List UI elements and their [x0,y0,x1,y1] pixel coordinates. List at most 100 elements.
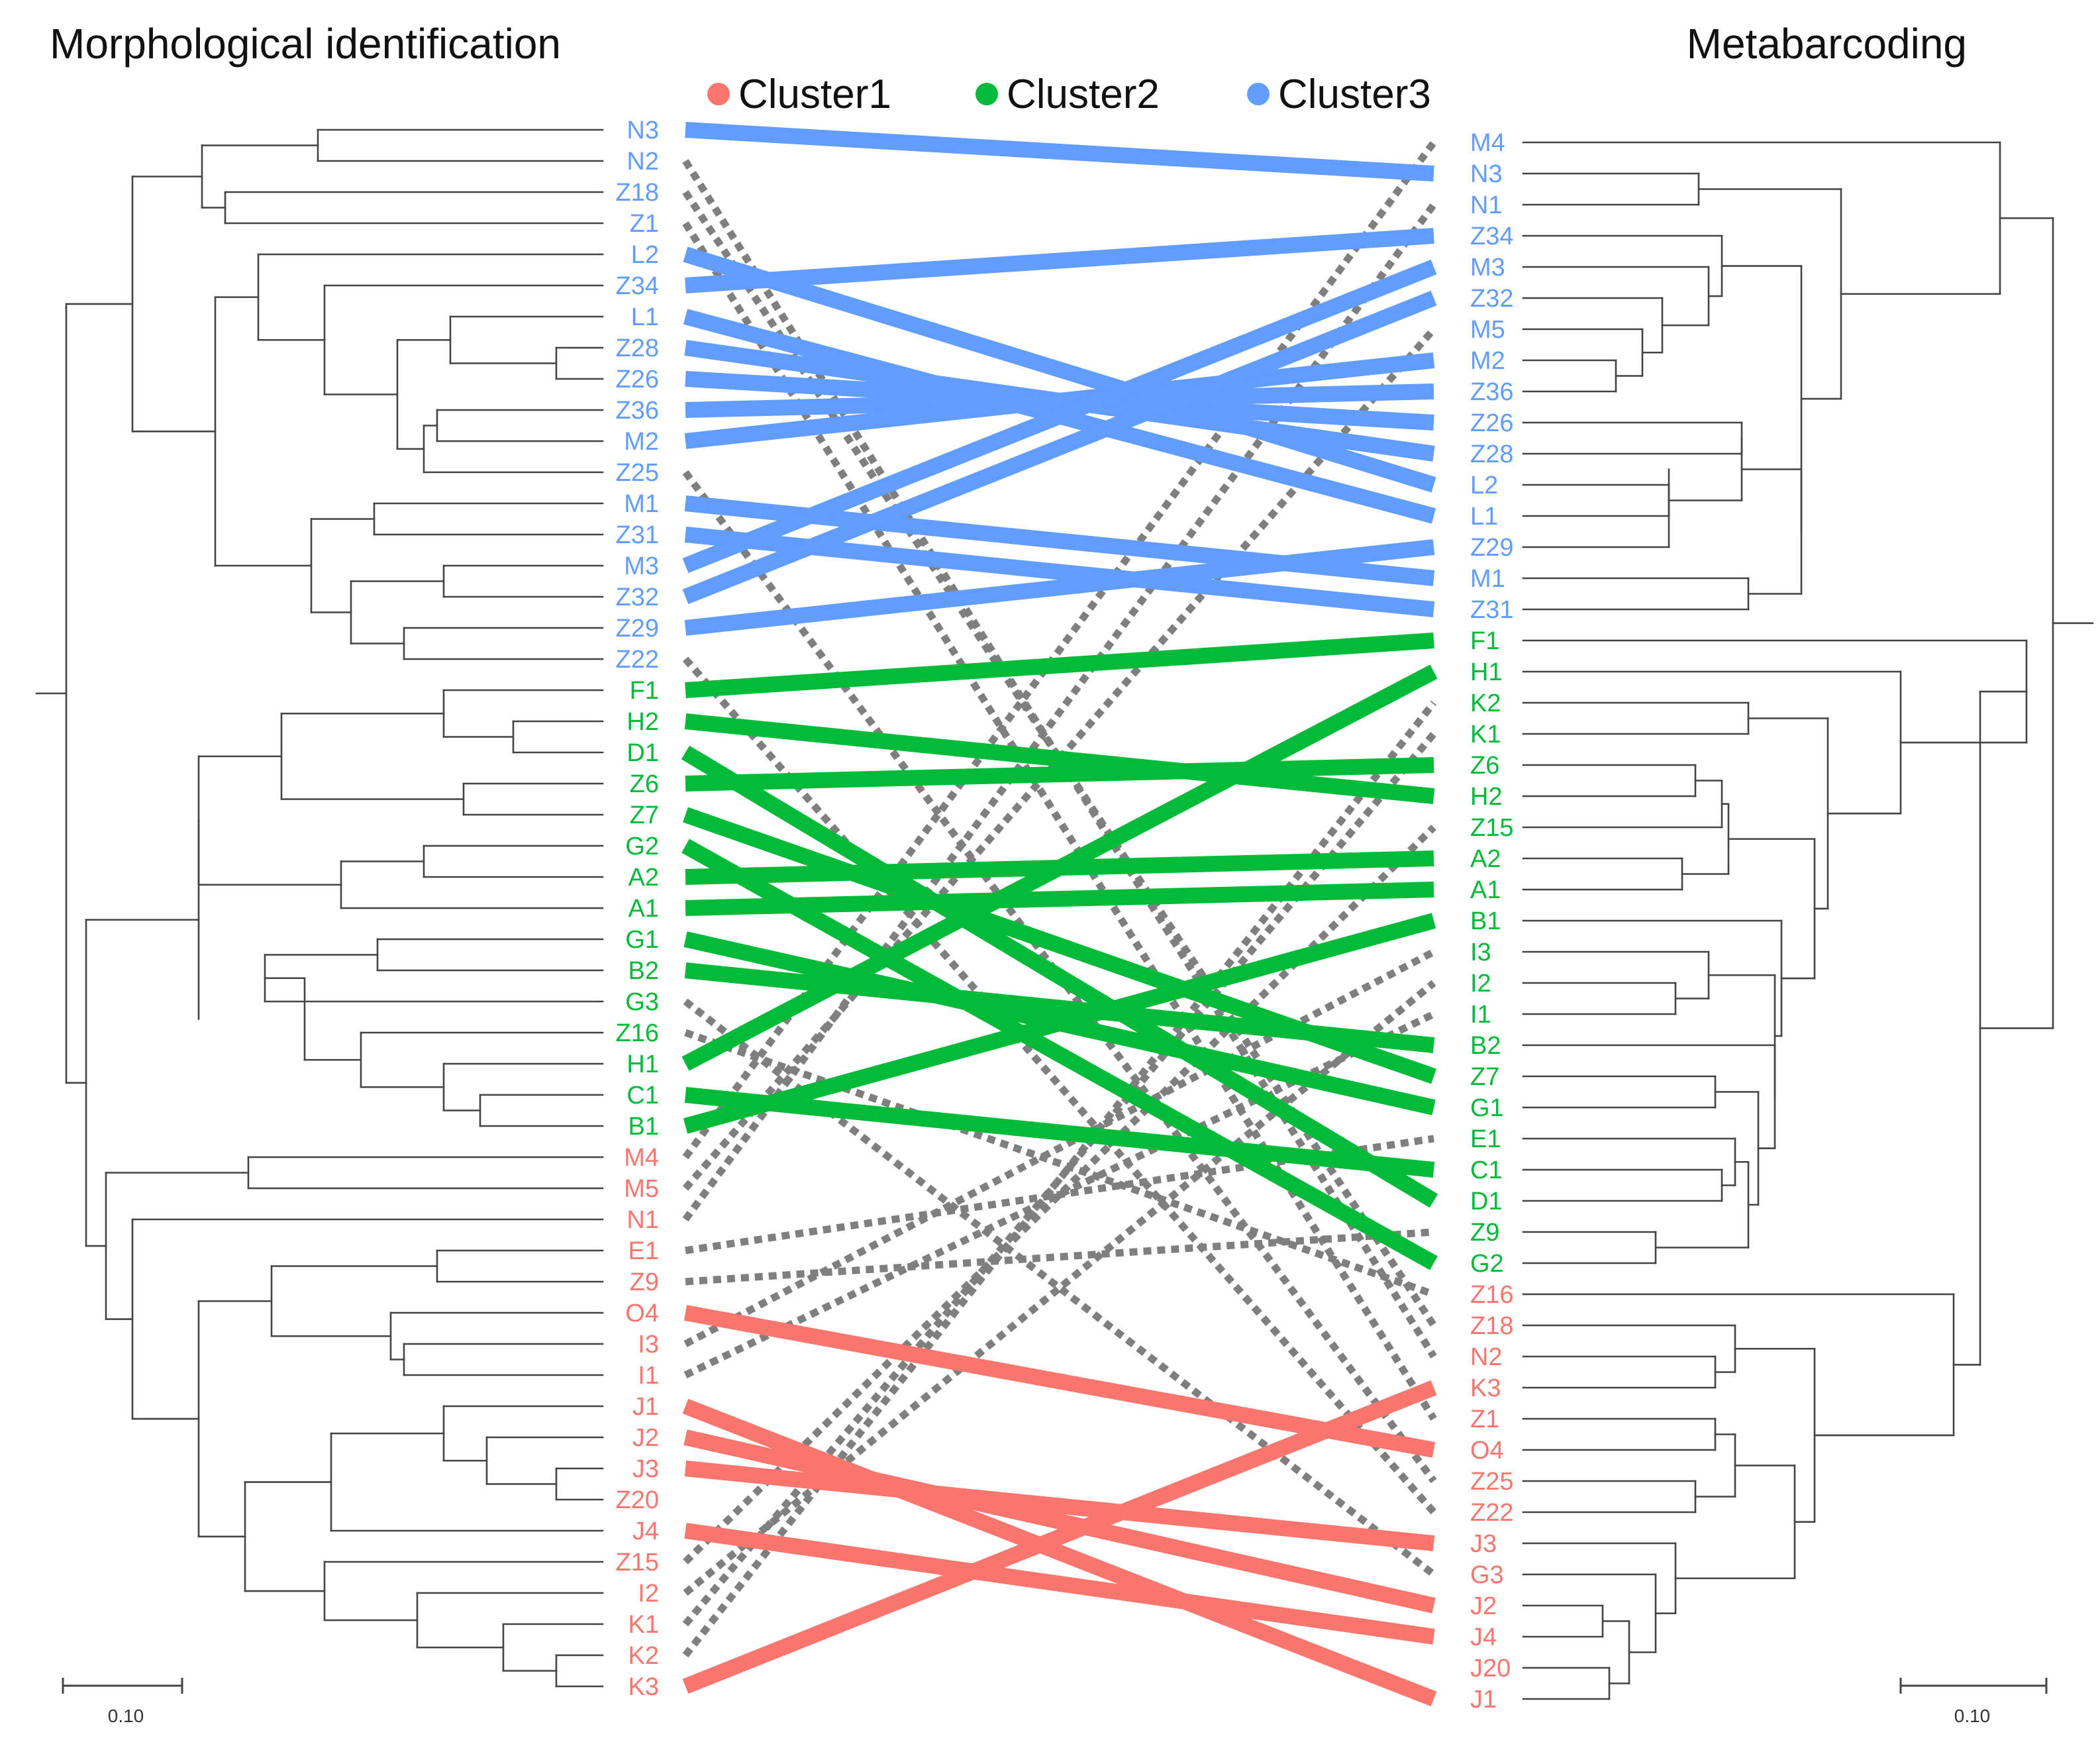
cluster1-link [684,1523,1435,1645]
right-leaf-label: I2 [1470,970,1491,998]
left-scale-bar: 0.10 [62,1678,183,1726]
right-leaf-label: Z31 [1470,596,1513,624]
right-leaf-label: A1 [1470,876,1501,904]
right-scale-bar: 0.10 [1899,1678,2048,1726]
mismatch-link [683,825,1436,1564]
right-leaf-label: Z9 [1470,1219,1499,1247]
legend: Cluster1 Cluster2 Cluster3 [707,72,1431,117]
right-leaf-label: N1 [1470,191,1503,219]
right-leaf-label: E1 [1470,1125,1501,1153]
left-leaf-label: L2 [631,241,659,269]
right-leaf-label: J2 [1470,1592,1497,1620]
left-leaf-label: Z9 [630,1268,659,1296]
right-leaf-label: Z28 [1470,440,1513,468]
right-leaf-label: K1 [1470,721,1501,748]
right-leaf-label: Z7 [1470,1063,1499,1091]
left-leaf-label: H1 [626,1051,659,1078]
mismatch-link [684,1029,1435,1298]
mismatch-link [683,980,1436,1596]
right-leaf-label: Z16 [1470,1281,1513,1309]
left-leaf-label: Z26 [616,366,659,393]
left-leaf-label: L1 [631,303,659,331]
cluster1-link [683,1305,1436,1458]
cluster1-link [683,1429,1436,1614]
left-scale-bar-label: 0.10 [108,1706,144,1726]
right-leaf-labels: M4N3N1Z34M3Z32M5M2Z36Z26Z28L2L1Z29M1Z31F… [1470,129,1513,1714]
legend-item-cluster2: Cluster2 [975,72,1160,117]
left-leaf-label: K1 [628,1611,659,1639]
left-leaf-label: Z34 [616,272,659,300]
cluster1-link [682,1398,1437,1707]
cluster2-link [681,745,1438,1208]
right-leaf-label: M5 [1470,316,1505,344]
right-leaf-label: L1 [1470,503,1498,531]
left-leaf-label: C1 [626,1082,659,1109]
right-leaf-label: M3 [1470,254,1505,282]
left-leaf-label: Z31 [616,521,659,549]
tanglegram-links [681,122,1438,1707]
legend-swatch-cluster3 [1247,83,1270,105]
right-leaf-label: J20 [1470,1655,1511,1682]
cluster3-link [682,259,1437,574]
cluster3-link [683,246,1436,493]
left-leaf-label: N2 [626,148,659,176]
right-leaf-label: A2 [1470,845,1501,873]
cluster3-link [685,122,1434,181]
right-leaf-label: Z1 [1470,1406,1499,1433]
left-leaf-label: J2 [632,1424,659,1452]
legend-item-cluster1: Cluster1 [707,72,891,117]
right-leaf-label: Z6 [1470,752,1499,780]
right-leaf-label: K2 [1470,690,1501,717]
right-leaf-label: Z34 [1470,223,1513,250]
right-leaf-label: Z22 [1470,1499,1513,1527]
cluster1-link [684,1461,1435,1551]
right-leaf-label: Z32 [1470,285,1513,313]
cluster1-link [682,1380,1437,1694]
left-leaf-label: F1 [630,677,659,705]
right-leaf-label: L2 [1470,472,1498,499]
cluster3-link [682,290,1437,605]
right-leaf-label: K3 [1470,1374,1501,1402]
legend-item-cluster3: Cluster3 [1247,72,1431,117]
left-leaf-label: I2 [638,1580,659,1608]
left-leaf-label: M4 [624,1144,659,1172]
cluster2-link [685,882,1434,916]
left-leaf-label: I3 [638,1331,659,1359]
left-leaf-labels: N3N2Z18Z1L2Z34L1Z28Z26Z36M2Z25M1Z31M3Z32… [616,117,659,1701]
right-leaf-label: N3 [1470,160,1503,188]
right-leaf-label: Z18 [1470,1312,1513,1340]
right-leaf-label: G1 [1470,1094,1504,1122]
right-leaf-label: M2 [1470,347,1505,375]
right-leaf-label: I3 [1470,939,1491,966]
legend-swatch-cluster2 [975,83,998,105]
left-tree-title: Morphological identification [50,20,561,68]
legend-swatch-cluster1 [707,83,730,105]
cluster3-link [684,352,1435,449]
right-leaf-label: J4 [1470,1623,1497,1651]
left-leaf-label: B2 [628,957,659,985]
right-leaf-label: D1 [1470,1188,1503,1215]
left-leaf-label: O4 [625,1300,659,1327]
right-leaf-label: G2 [1470,1250,1504,1278]
left-leaf-label: J1 [632,1393,659,1421]
left-leaf-label: J4 [632,1517,659,1545]
left-leaf-label: N1 [626,1206,659,1234]
left-leaf-label: H2 [626,708,659,736]
left-leaf-label: G3 [625,988,659,1016]
right-leaf-label: H2 [1470,783,1503,811]
right-leaf-label: M1 [1470,565,1505,593]
left-leaf-label: M5 [624,1175,659,1203]
left-leaf-label: B1 [628,1113,659,1141]
right-tree-title: Metabarcoding [1687,20,1967,68]
mismatch-link [682,700,1437,1658]
legend-label-cluster3: Cluster3 [1278,72,1431,117]
cluster2-link [681,839,1438,1270]
left-leaf-label: G1 [625,926,659,954]
legend-label-cluster2: Cluster2 [1007,72,1160,117]
right-leaf-label: Z15 [1470,814,1513,842]
cluster2-link [684,962,1435,1053]
left-leaf-label: Z6 [630,770,659,798]
legend-label-cluster1: Cluster1 [738,72,891,117]
right-leaf-label: H1 [1470,658,1503,686]
